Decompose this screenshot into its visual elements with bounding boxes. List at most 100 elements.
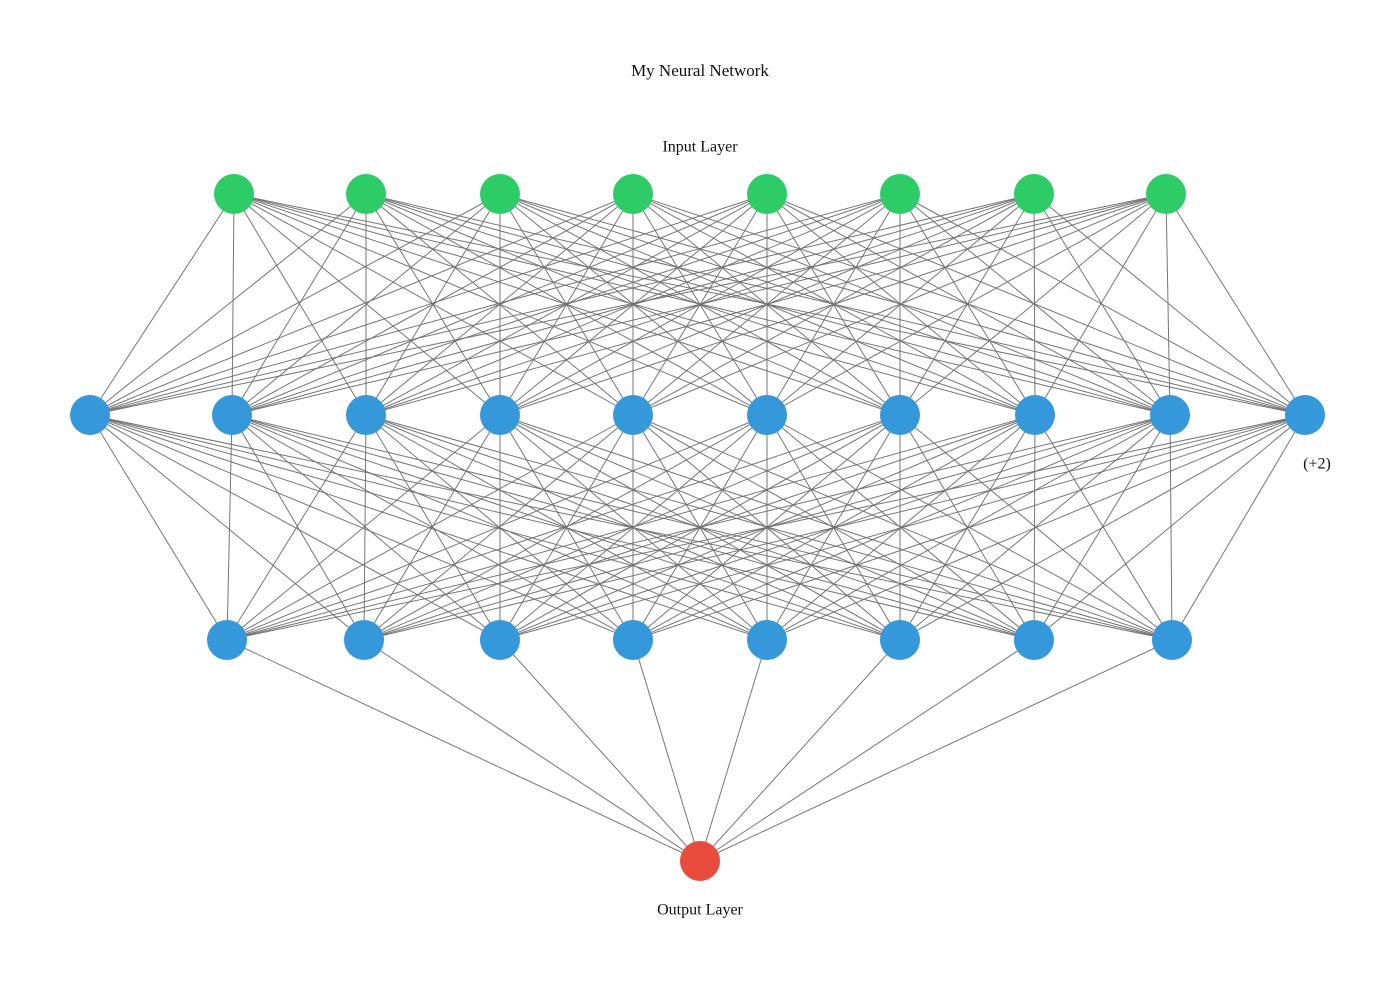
neuron-node-layer-2[interactable] xyxy=(613,620,653,660)
connection-edge xyxy=(1165,193,1171,416)
connection-edge xyxy=(231,414,501,641)
connection-edge xyxy=(89,414,901,641)
neuron-node-layer-1[interactable] xyxy=(70,395,110,435)
connection-edge xyxy=(231,193,634,416)
neuron-node-layer-1[interactable] xyxy=(1285,395,1325,435)
connection-edge xyxy=(226,414,501,641)
neuron-node-layer-0[interactable] xyxy=(1146,174,1186,214)
neuron-node-layer-1[interactable] xyxy=(747,395,787,435)
neuron-node-layer-1[interactable] xyxy=(1150,395,1190,435)
neuron-node-layer-0[interactable] xyxy=(346,174,386,214)
neuron-node-layer-2[interactable] xyxy=(747,620,787,660)
neuron-node-layer-0[interactable] xyxy=(1014,174,1054,214)
connection-edge xyxy=(1033,414,1306,641)
connection-edge xyxy=(226,414,1036,641)
extra-nodes-annotation: (+2) xyxy=(1303,456,1331,473)
connection-edge xyxy=(89,414,634,641)
neuron-node-layer-2[interactable] xyxy=(880,620,920,660)
connection-edge xyxy=(1169,414,1173,641)
neuron-node-layer-0[interactable] xyxy=(747,174,787,214)
connection-edge xyxy=(1033,193,1036,416)
connection-edge xyxy=(231,414,365,641)
connection-edge xyxy=(499,639,701,862)
neuron-node-layer-2[interactable] xyxy=(1014,620,1054,660)
connection-edge xyxy=(363,414,768,641)
connection-edge xyxy=(1033,193,1171,416)
connection-edge xyxy=(1033,193,1306,416)
neuron-node-layer-1[interactable] xyxy=(1015,395,1055,435)
connection-edge xyxy=(226,414,233,641)
connection-edge xyxy=(231,414,1173,641)
connection-edge xyxy=(699,639,768,862)
connection-edge xyxy=(231,193,235,416)
connection-edge xyxy=(89,193,1167,416)
connection-edge xyxy=(899,414,1306,641)
connection-edge xyxy=(226,414,1306,641)
output-layer-label: Output Layer xyxy=(657,902,743,919)
connection-edge xyxy=(499,193,1167,416)
neuron-node-layer-1[interactable] xyxy=(346,395,386,435)
connection-edge xyxy=(231,193,367,416)
connection-edge xyxy=(89,414,228,641)
connection-edge xyxy=(89,193,235,416)
connection-edge xyxy=(231,193,901,416)
connection-edge xyxy=(89,414,768,641)
connection-edge xyxy=(89,193,1035,416)
connection-edge xyxy=(231,193,1035,416)
neuron-node-layer-1[interactable] xyxy=(613,395,653,435)
connection-edge xyxy=(363,639,701,862)
connection-edge xyxy=(363,414,501,641)
connection-edge xyxy=(226,414,901,641)
connection-edge xyxy=(499,414,768,641)
neuron-node-layer-0[interactable] xyxy=(214,174,254,214)
connection-edge xyxy=(632,193,1167,416)
neuron-node-layer-0[interactable] xyxy=(613,174,653,214)
connection-edge xyxy=(226,639,701,862)
connection-edge xyxy=(632,639,701,862)
connection-edge xyxy=(363,414,1306,641)
connection-edge xyxy=(766,193,1306,416)
neuron-node-layer-0[interactable] xyxy=(880,174,920,214)
edges-group xyxy=(89,193,1306,862)
input-layer-label: Input Layer xyxy=(662,139,738,156)
page-title: My Neural Network xyxy=(631,61,769,80)
connection-edge xyxy=(363,414,367,641)
neuron-node-layer-2[interactable] xyxy=(344,620,384,660)
connection-edge xyxy=(365,193,1167,416)
nodes-group xyxy=(70,174,1325,881)
neuron-node-layer-2[interactable] xyxy=(480,620,520,660)
connection-edge xyxy=(1034,193,1167,416)
connection-edge xyxy=(89,193,768,416)
connection-edge xyxy=(226,414,768,641)
connection-edge xyxy=(231,193,768,416)
neuron-node-layer-1[interactable] xyxy=(480,395,520,435)
connection-edge xyxy=(226,414,1171,641)
connection-edge xyxy=(226,414,634,641)
neuron-node-layer-1[interactable] xyxy=(212,395,252,435)
connection-edge xyxy=(226,414,367,641)
neuron-node-layer-3[interactable] xyxy=(680,841,720,881)
connection-edge xyxy=(89,414,365,641)
neuron-node-layer-2[interactable] xyxy=(207,620,247,660)
connection-edge xyxy=(89,414,501,641)
connection-edge xyxy=(699,639,1173,862)
connection-edge xyxy=(699,639,1035,862)
connection-edge xyxy=(365,414,1173,641)
connection-edge xyxy=(1165,193,1306,416)
connection-edge xyxy=(89,193,367,416)
connection-edge xyxy=(499,414,1306,641)
connection-edge xyxy=(899,193,1167,416)
neuron-node-layer-2[interactable] xyxy=(1152,620,1192,660)
connection-edge xyxy=(89,193,501,416)
connection-edge xyxy=(632,414,1306,641)
neuron-node-layer-0[interactable] xyxy=(480,174,520,214)
connection-edge xyxy=(231,193,1167,416)
connection-edge xyxy=(89,193,901,416)
connection-edge xyxy=(1171,414,1306,641)
connection-edge xyxy=(766,193,1167,416)
connection-edge xyxy=(766,414,1306,641)
neuron-node-layer-1[interactable] xyxy=(880,395,920,435)
connection-edge xyxy=(699,639,901,862)
